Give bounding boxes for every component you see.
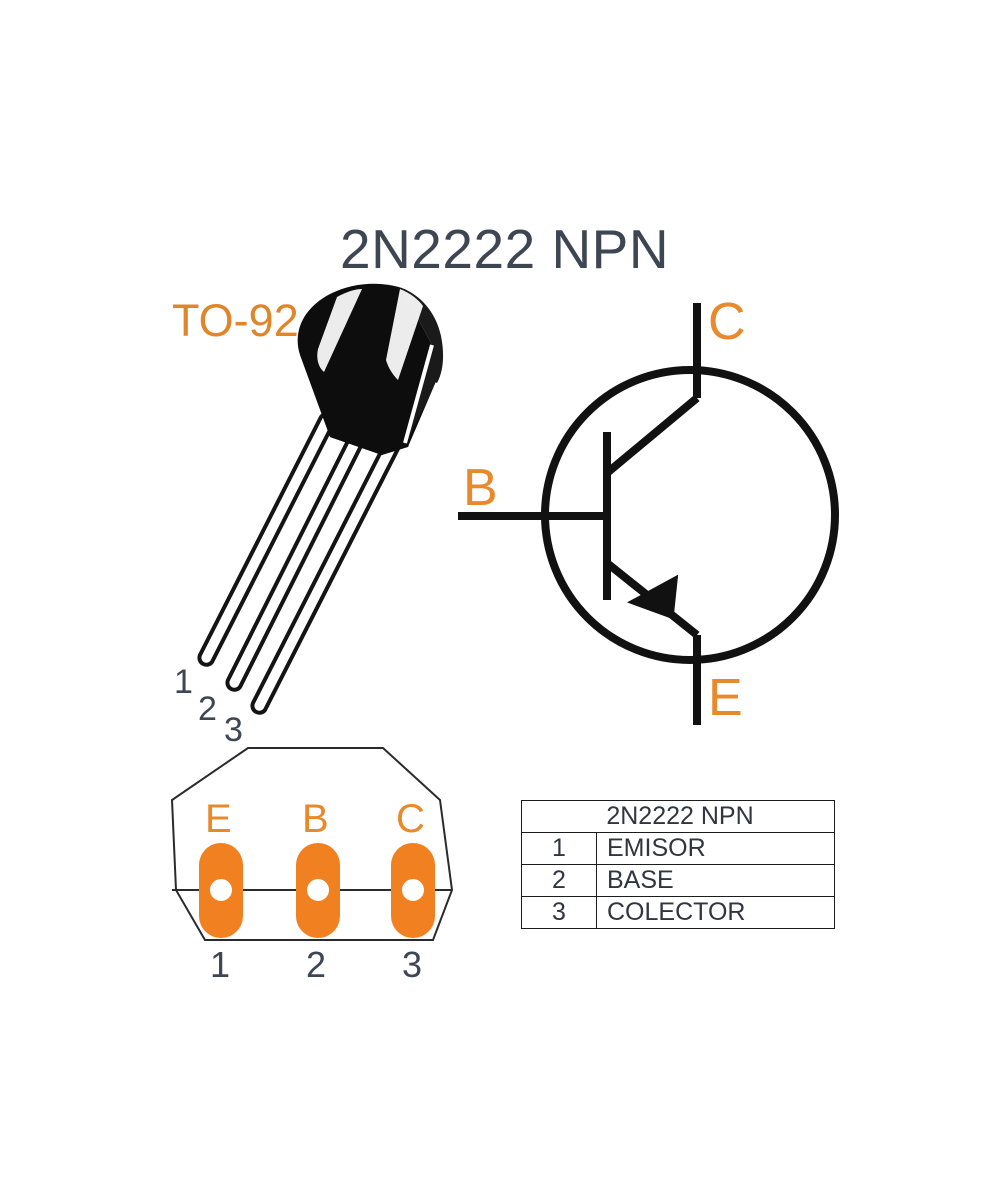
pad-3-hole — [402, 879, 424, 901]
footprint-pad-letter-c: C — [396, 797, 425, 841]
pinout-row-1-pin: 1 — [521, 832, 597, 865]
pad-1 — [199, 843, 243, 938]
emitter-terminal-label: E — [708, 669, 743, 727]
pinout-row-2-pin: 2 — [521, 864, 597, 897]
to92-highlight-streak-right — [386, 289, 423, 380]
to92-corner-highlight — [403, 344, 434, 444]
to92-highlight-streak-left — [317, 289, 362, 372]
to92-edge-highlight — [408, 382, 439, 447]
table-row: 2 BASE — [521, 864, 835, 897]
table-row: 3 COLECTOR — [521, 896, 835, 929]
pad-1-hole — [210, 879, 232, 901]
package-type-label: TO-92 — [172, 295, 299, 346]
footprint-pads — [199, 843, 435, 938]
pad-3 — [391, 843, 435, 938]
transistor-leads — [197, 412, 407, 715]
footprint-pad-number-2: 2 — [306, 944, 327, 985]
table-row: 1 EMISOR — [521, 832, 835, 865]
pinout-table-header-cell: 2N2222 NPN — [521, 800, 835, 833]
to92-package-body — [297, 283, 444, 455]
pinout-row-2-function: BASE — [596, 864, 835, 897]
pinout-row-1-function: EMISOR — [596, 832, 835, 865]
page-title: 2N2222 NPN — [340, 218, 670, 280]
base-terminal-label: B — [463, 459, 498, 517]
footprint-pad-letter-b: B — [302, 797, 329, 841]
collector-terminal-label: C — [708, 293, 746, 351]
photo-lead-number-1: 1 — [174, 663, 193, 701]
footprint-pad-letter-e: E — [205, 797, 232, 841]
pad-2-hole — [307, 879, 329, 901]
pinout-table-header-row: 2N2222 NPN — [521, 800, 835, 833]
footprint-pad-number-3: 3 — [402, 944, 423, 985]
to92-side-face — [402, 288, 444, 447]
pad-2 — [296, 843, 340, 938]
pinout-row-3-function: COLECTOR — [596, 896, 835, 929]
footprint-outline — [170, 747, 454, 941]
collector-slant — [604, 394, 700, 477]
pinout-row-3-pin: 3 — [521, 896, 597, 929]
photo-lead-number-2: 2 — [198, 690, 217, 728]
to92-bottom-edge — [330, 383, 437, 455]
pinout-table: 2N2222 NPN 1 EMISOR 2 BASE 3 COLECTOR — [521, 800, 835, 929]
footprint-pad-number-1: 1 — [210, 944, 231, 985]
emitter-arrowhead — [626, 574, 679, 620]
photo-lead-number-3: 3 — [224, 711, 243, 749]
